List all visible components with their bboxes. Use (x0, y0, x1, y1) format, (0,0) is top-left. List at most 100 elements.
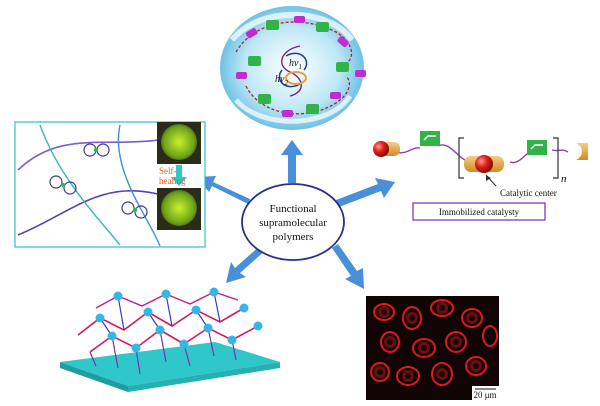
center-label-line-3: polymers (273, 231, 314, 243)
cell (461, 308, 483, 328)
nucleus (439, 371, 445, 377)
cell (482, 325, 498, 347)
bracket-left (458, 137, 464, 179)
arrows (196, 140, 395, 289)
anchor-chains (89, 327, 237, 375)
nucleus (421, 345, 427, 351)
green-block (266, 20, 279, 30)
host-node (95, 313, 105, 323)
cell (431, 362, 453, 386)
polymer-strand (117, 124, 161, 247)
host-node (107, 331, 117, 341)
cell (412, 338, 436, 358)
crosslink-node (121, 201, 135, 215)
self-healing-label-line-2: healing (159, 176, 186, 186)
green-block-notch (530, 144, 543, 150)
host-node (179, 339, 189, 349)
hv1-label: hv1 (289, 58, 302, 71)
hv2-label: hv2 (275, 74, 288, 87)
magenta-block (245, 28, 258, 39)
cells (370, 299, 498, 386)
substrate-edge (128, 362, 280, 392)
host-node (253, 321, 263, 331)
polymer-chain (281, 45, 302, 97)
self-healing-panel: Self- healing (14, 121, 206, 248)
host-node (113, 291, 123, 301)
crosslink-dot (93, 147, 99, 153)
center-label-line-2: supramolecular (259, 217, 327, 229)
network-strand (99, 291, 221, 337)
polymer-chain (245, 75, 351, 115)
magenta-block (337, 36, 349, 48)
nucleus (439, 305, 445, 311)
host-node (239, 303, 249, 313)
arrow-right (336, 178, 395, 207)
cell (465, 356, 487, 376)
green-block (316, 22, 329, 32)
green-block (336, 62, 349, 72)
polymer-strand (39, 124, 121, 246)
nucleus (473, 363, 479, 369)
cell (380, 331, 400, 353)
surface-network-panel (60, 287, 280, 392)
fluorescence-panel: 20 μm (366, 296, 499, 400)
cell (402, 306, 422, 330)
green-block-notch (423, 135, 436, 141)
nucleus (387, 339, 393, 345)
cell (373, 303, 395, 321)
green-block (420, 131, 440, 146)
orange-ring (285, 71, 307, 85)
swirl-highlight (229, 11, 355, 42)
cell (396, 366, 420, 386)
center-label-line-1: Functional (269, 203, 316, 215)
host-node (227, 335, 237, 345)
nucleus (453, 339, 459, 345)
cell (370, 362, 390, 382)
host-node (131, 343, 141, 353)
host-node (161, 289, 171, 299)
green-block (258, 94, 271, 104)
healing-arrow (171, 165, 187, 186)
magenta-block (355, 70, 366, 77)
nucleus (409, 315, 415, 321)
repeat-subscript: n (561, 173, 567, 185)
green-block (248, 56, 261, 66)
nucleus (377, 369, 383, 375)
center-node: Functional supramolecular polymers (241, 183, 345, 261)
light-switch-arrow (285, 52, 308, 71)
swirl-highlight (234, 94, 353, 124)
nucleus (469, 315, 475, 321)
crosslink-dot (132, 207, 138, 213)
magenta-block (294, 16, 305, 23)
host-node (203, 323, 213, 333)
catalysis-panel: n Catalytic center Immobilized catalysty (373, 131, 588, 221)
magenta-block (282, 110, 293, 117)
photoresponsive-panel: hv1 hv2 (220, 6, 366, 130)
arrow-down-right (332, 244, 364, 289)
substrate-edge (60, 362, 128, 392)
self-healing-label-line-1: Self- (159, 166, 177, 176)
crosslink-node (63, 181, 77, 195)
arrow-down-left (226, 244, 267, 283)
magenta-block (236, 72, 247, 79)
gel-sample-after (161, 190, 197, 226)
host-node (191, 305, 201, 315)
light-switch-arrow (278, 69, 301, 88)
linker-chain (551, 149, 569, 153)
red-ball (475, 155, 493, 173)
magenta-block (330, 92, 341, 99)
gel-sample-before (161, 124, 197, 160)
scale-bar-label: 20 μm (473, 390, 496, 400)
red-ball (373, 141, 389, 157)
bracket-right (553, 137, 559, 179)
host-node (209, 287, 219, 297)
catalytic-center-label: Catalytic center (500, 188, 557, 198)
arrow-up (281, 140, 303, 183)
immobilized-label: Immobilized catalysty (439, 207, 520, 217)
substrate-surface (60, 342, 280, 386)
end-cap (576, 143, 588, 160)
host-node (143, 307, 153, 317)
green-block (527, 140, 547, 155)
immobilized-box (412, 202, 546, 221)
